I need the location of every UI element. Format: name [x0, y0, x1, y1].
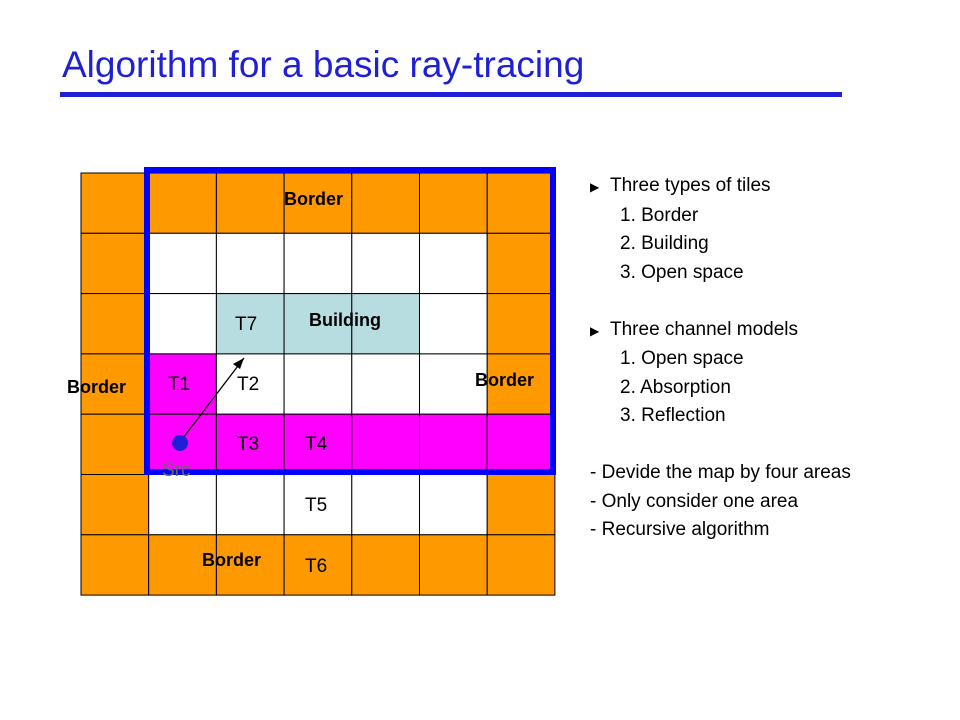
border-tile [486, 232, 556, 295]
border-tile [283, 534, 353, 596]
border-tile [486, 474, 556, 536]
open-tile [351, 474, 420, 536]
border-tile [80, 172, 150, 234]
border-tile [148, 534, 217, 596]
title-underline [60, 92, 842, 97]
tile-label-t4: T4 [305, 434, 328, 455]
border-tile [419, 172, 488, 234]
border-tile [351, 172, 420, 234]
open-tile [283, 353, 353, 415]
tile-label-t7: T7 [235, 314, 257, 335]
tile-grid [80, 172, 556, 596]
open-tile [419, 293, 488, 355]
border-label-left: Border [67, 377, 126, 397]
tiles-heading: Three types of tiles [610, 175, 771, 196]
building-tile [283, 293, 353, 355]
triangle-bullet-icon: ▶ [590, 323, 600, 338]
border-tile [148, 172, 217, 234]
step-item: - Recursive algorithm [590, 519, 770, 540]
border-tile [486, 534, 556, 596]
border-label-top: Border [284, 189, 343, 209]
tiles-item: 1. Border [620, 204, 699, 226]
tile-label-t1: T1 [168, 374, 190, 395]
border-tile [80, 534, 150, 596]
open-tile [148, 232, 217, 295]
step-item: - Only consider one area [590, 490, 799, 512]
border-label-right: Border [475, 370, 534, 390]
notes-panel: ▶ Three types of tiles 1. Border 2. Buil… [590, 172, 950, 545]
reflection-tile [419, 413, 488, 476]
reflection-tile [215, 413, 285, 476]
building-tile [351, 293, 420, 355]
border-label-bottom: Border [202, 550, 261, 570]
open-tile [351, 353, 420, 415]
models-bullet: ▶ Three channel models [590, 316, 950, 346]
open-tile [215, 353, 285, 415]
ray-arrow [179, 357, 245, 443]
area-outline [144, 167, 556, 475]
open-tile [148, 293, 217, 355]
border-tile [486, 293, 556, 355]
models-item: 2. Absorption [620, 376, 731, 398]
border-tile [419, 534, 488, 596]
border-tile [351, 534, 420, 596]
open-tile [215, 232, 285, 295]
border-tile [486, 353, 556, 415]
border-tile [80, 293, 150, 355]
tile-label-t6: T6 [305, 556, 327, 577]
tile-label-t2: T2 [237, 374, 259, 395]
tile-label-t3: T3 [237, 434, 259, 455]
step-item: - Devide the map by four areas [590, 462, 851, 483]
source-marker [172, 435, 188, 451]
tiles-item: 3. Open space [620, 261, 744, 283]
open-tile [283, 232, 353, 295]
models-item: 3. Reflection [620, 405, 726, 426]
models-heading: Three channel models [610, 318, 798, 340]
border-tile [80, 413, 150, 476]
border-tile [80, 232, 150, 295]
ray-arrowhead [233, 358, 244, 369]
border-tile [80, 353, 150, 415]
triangle-bullet-icon: ▶ [590, 180, 600, 194]
tiles-bullet: ▶ Three types of tiles [590, 172, 950, 202]
slide-title: Algorithm for a basic ray-tracing [62, 44, 585, 85]
reflection-tile [351, 413, 420, 476]
reflection-tile [486, 413, 556, 476]
open-tile [419, 232, 488, 295]
border-tile [486, 172, 556, 234]
open-tile [419, 474, 488, 536]
open-tile [351, 232, 420, 295]
tile-label-t5: T5 [305, 495, 327, 516]
border-tile [80, 474, 150, 536]
open-tile [215, 474, 285, 536]
source-label: Src [162, 460, 191, 481]
tiles-item: 2. Building [620, 233, 709, 254]
open-tile [283, 474, 353, 536]
border-tile [215, 172, 285, 234]
building-label: Building [309, 310, 381, 330]
open-tile [148, 474, 217, 536]
models-item: 1. Open space [620, 348, 744, 369]
tile-map-diagram: Border Border Border Border Building Src… [67, 167, 556, 596]
